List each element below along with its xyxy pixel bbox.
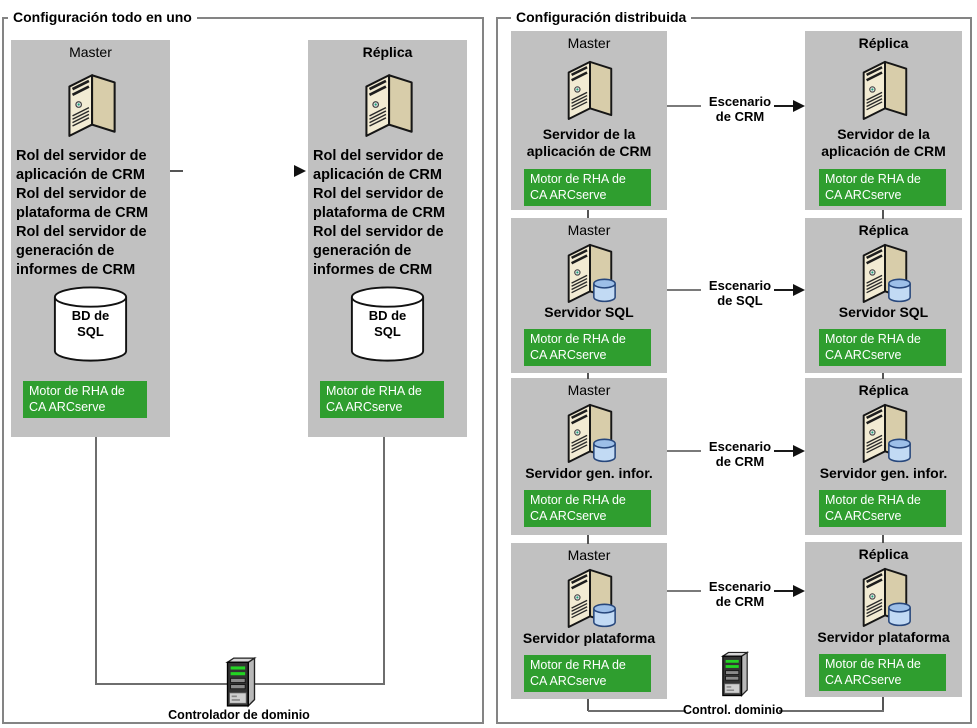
scenario-label-crm: Escenario de CRM bbox=[708, 579, 772, 609]
server-name: Servidor plataforma bbox=[817, 629, 950, 645]
server-db-icon bbox=[559, 561, 619, 631]
scenario-arrow-line bbox=[774, 289, 794, 291]
arrow-right-icon bbox=[793, 100, 805, 112]
server-name: Servidor gen. infor. bbox=[819, 465, 948, 481]
replica-panel-allinone: Réplica Rol del servidor de aplicación d… bbox=[308, 40, 467, 437]
arrow-right-icon bbox=[294, 165, 306, 177]
scenario-label-crm: Escenario de CRM bbox=[708, 94, 772, 124]
connector-line bbox=[779, 710, 884, 712]
connector-line bbox=[587, 210, 589, 218]
connector-line bbox=[588, 710, 686, 712]
replica-label: Réplica bbox=[858, 35, 909, 51]
replica-panel-platform: Réplica Servidor plataforma Motor de RHA… bbox=[805, 542, 962, 697]
scenario-arrow-line bbox=[774, 590, 794, 592]
group-title-all-in-one: Configuración todo en uno bbox=[8, 9, 197, 25]
group-box-all-in-one bbox=[2, 17, 484, 724]
replica-label: Réplica bbox=[858, 382, 909, 398]
server-db-icon bbox=[854, 236, 914, 306]
scenario-line bbox=[667, 105, 701, 107]
sql-database-cylinder: BD de SQL bbox=[349, 284, 426, 366]
server-icon bbox=[559, 53, 619, 123]
scenario-label-sql: Escenario de SQL bbox=[708, 278, 772, 308]
master-label: Master bbox=[69, 44, 112, 60]
master-label: Master bbox=[567, 222, 611, 238]
master-label: Master bbox=[567, 35, 611, 51]
scenario-arrow-line bbox=[774, 105, 794, 107]
server-icon bbox=[854, 53, 914, 123]
replica-label: Réplica bbox=[362, 44, 413, 60]
server-roles-text: Rol del servidor de aplicación de CRM Ro… bbox=[16, 148, 149, 278]
domain-controller-label: Controlador de dominio bbox=[168, 708, 310, 722]
master-panel-allinone: Master Rol del servidor de aplicación de… bbox=[11, 40, 170, 437]
connector-line bbox=[95, 437, 97, 685]
arrow-right-icon bbox=[793, 445, 805, 457]
server-name: Servidor SQL bbox=[544, 304, 634, 320]
scenario-line bbox=[667, 450, 701, 452]
master-label: Master bbox=[567, 547, 611, 563]
scenario-line bbox=[667, 590, 701, 592]
server-name: Servidor plataforma bbox=[522, 630, 656, 646]
connector-line bbox=[882, 535, 884, 543]
master-label: Master bbox=[567, 382, 611, 398]
scenario-line bbox=[667, 289, 701, 291]
domain-controller-label: Control. dominio bbox=[683, 703, 783, 717]
server-db-icon bbox=[854, 560, 914, 630]
server-db-icon bbox=[854, 396, 914, 466]
arrow-right-icon bbox=[793, 284, 805, 296]
domain-controller-icon bbox=[224, 655, 258, 709]
server-icon bbox=[59, 66, 123, 140]
sql-database-cylinder: BD de SQL bbox=[52, 284, 129, 366]
domain-controller-icon bbox=[720, 649, 750, 699]
connector-line bbox=[587, 373, 589, 379]
server-icon bbox=[356, 66, 420, 140]
replication-connector-line bbox=[170, 170, 183, 172]
connector-line bbox=[882, 697, 884, 711]
connector-line bbox=[587, 535, 589, 544]
connector-line bbox=[882, 210, 884, 219]
master-panel-platform: Master Servidor plataforma Motor de RHA … bbox=[511, 543, 667, 699]
replica-label: Réplica bbox=[858, 546, 909, 562]
server-name: Servidor SQL bbox=[838, 304, 929, 320]
connector-line bbox=[882, 373, 884, 379]
connector-line bbox=[383, 437, 385, 685]
server-db-icon bbox=[559, 396, 619, 466]
database-label: BD de SQL bbox=[368, 308, 407, 339]
server-db-icon bbox=[559, 236, 619, 306]
server-name: Servidor gen. infor. bbox=[525, 465, 653, 481]
connector-line bbox=[587, 699, 589, 711]
group-box-distributed bbox=[496, 17, 972, 724]
group-title-distributed: Configuración distribuida bbox=[511, 9, 692, 25]
scenario-label-crm: Escenario de CRM bbox=[708, 439, 772, 469]
server-roles-text: Rol del servidor de aplicación de CRM Ro… bbox=[313, 148, 446, 278]
scenario-arrow-line bbox=[774, 450, 794, 452]
database-label: BD de SQL bbox=[71, 308, 110, 339]
replica-panel-reporting: Réplica Servidor gen. infor. Motor de RH… bbox=[805, 378, 962, 535]
replica-label: Réplica bbox=[858, 222, 909, 238]
arrow-right-icon bbox=[793, 585, 805, 597]
master-panel-reporting: Master Servidor gen. infor. Motor de RHA… bbox=[511, 378, 667, 535]
